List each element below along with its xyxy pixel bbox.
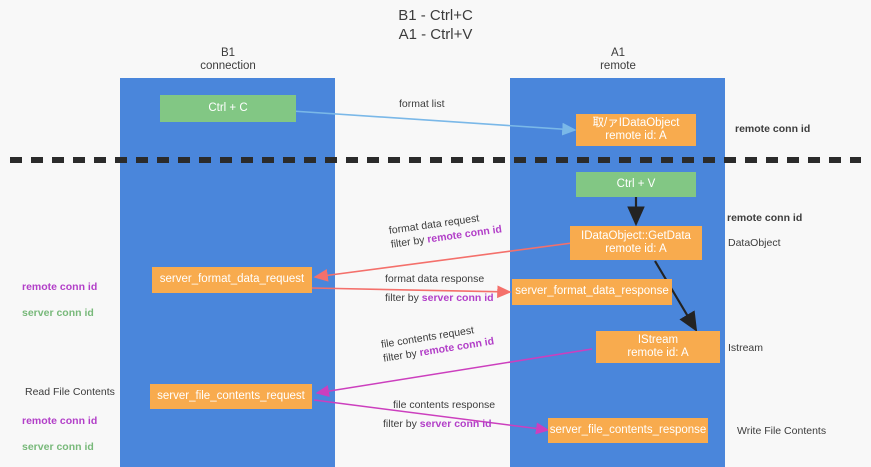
legend-conn-ids-middle: remote conn id server conn id [22, 268, 97, 333]
node-server-format-data-response[interactable]: server_format_data_response [512, 279, 672, 305]
arrow-file-contents-request [315, 348, 593, 398]
token-server-conn-id: server conn id [419, 418, 492, 430]
token-server-conn-id: server conn id [421, 292, 494, 304]
arrow-file-contents-response [313, 399, 550, 435]
arrow-format-data-request [313, 242, 573, 282]
arrow-format-data-response [311, 285, 512, 299]
edge-label-format-data-response-line1: format data response [385, 273, 485, 285]
node-ctrl-v[interactable]: Ctrl + V [576, 172, 696, 197]
edge-label-format-data-response-line2: filter by server conn id [385, 292, 494, 304]
node-server-file-contents-request[interactable]: server_file_contents_request [150, 384, 312, 409]
page-title: B1 - Ctrl+C A1 - Ctrl+V [398, 7, 473, 43]
legend-remote-conn-id: remote conn id [22, 281, 98, 293]
side-label-write-file-contents: Write File Contents [737, 425, 827, 437]
side-label-dataobject: DataObject [728, 237, 781, 249]
node-server-file-contents-response[interactable]: server_file_contents_response [548, 418, 708, 443]
lane-header-a1: A1 remote [600, 47, 636, 72]
edge-label-format-list: format list [399, 98, 445, 110]
legend-server-conn-id: server conn id [22, 441, 94, 453]
node-idataobject[interactable]: 取/ァIDataObject remote id: A [576, 114, 696, 146]
edge-label-file-contents-response-line1: file contents response [393, 399, 496, 411]
node-server-format-data-request[interactable]: server_format_data_request [152, 267, 312, 293]
arrow-getdata-istream [654, 260, 698, 332]
side-label-istream: Istream [728, 342, 764, 354]
node-istream[interactable]: IStream remote id: A [596, 331, 720, 363]
legend-conn-ids-bottom: remote conn id server conn id [22, 402, 97, 467]
lane-header-b1: B1 connection [200, 47, 256, 72]
edge-label-file-contents-response: file contents response filter by server … [383, 398, 496, 431]
legend-server-conn-id: server conn id [22, 307, 94, 319]
edge-label-file-contents-response-line2: filter by server conn id [383, 418, 492, 430]
side-label-remote-conn-id-top: remote conn id [735, 123, 811, 135]
legend-remote-conn-id: remote conn id [22, 415, 98, 427]
arrow-format-list [276, 109, 577, 136]
node-ctrl-c[interactable]: Ctrl + C [160, 95, 296, 122]
edge-label-format-data-response: format data response filter by server co… [385, 272, 494, 305]
node-idataobject-getdata[interactable]: IDataObject::GetData remote id: A [570, 226, 702, 260]
side-label-read-file-contents: Read File Contents [25, 386, 115, 398]
side-label-remote-conn-id-mid: remote conn id [727, 212, 803, 224]
